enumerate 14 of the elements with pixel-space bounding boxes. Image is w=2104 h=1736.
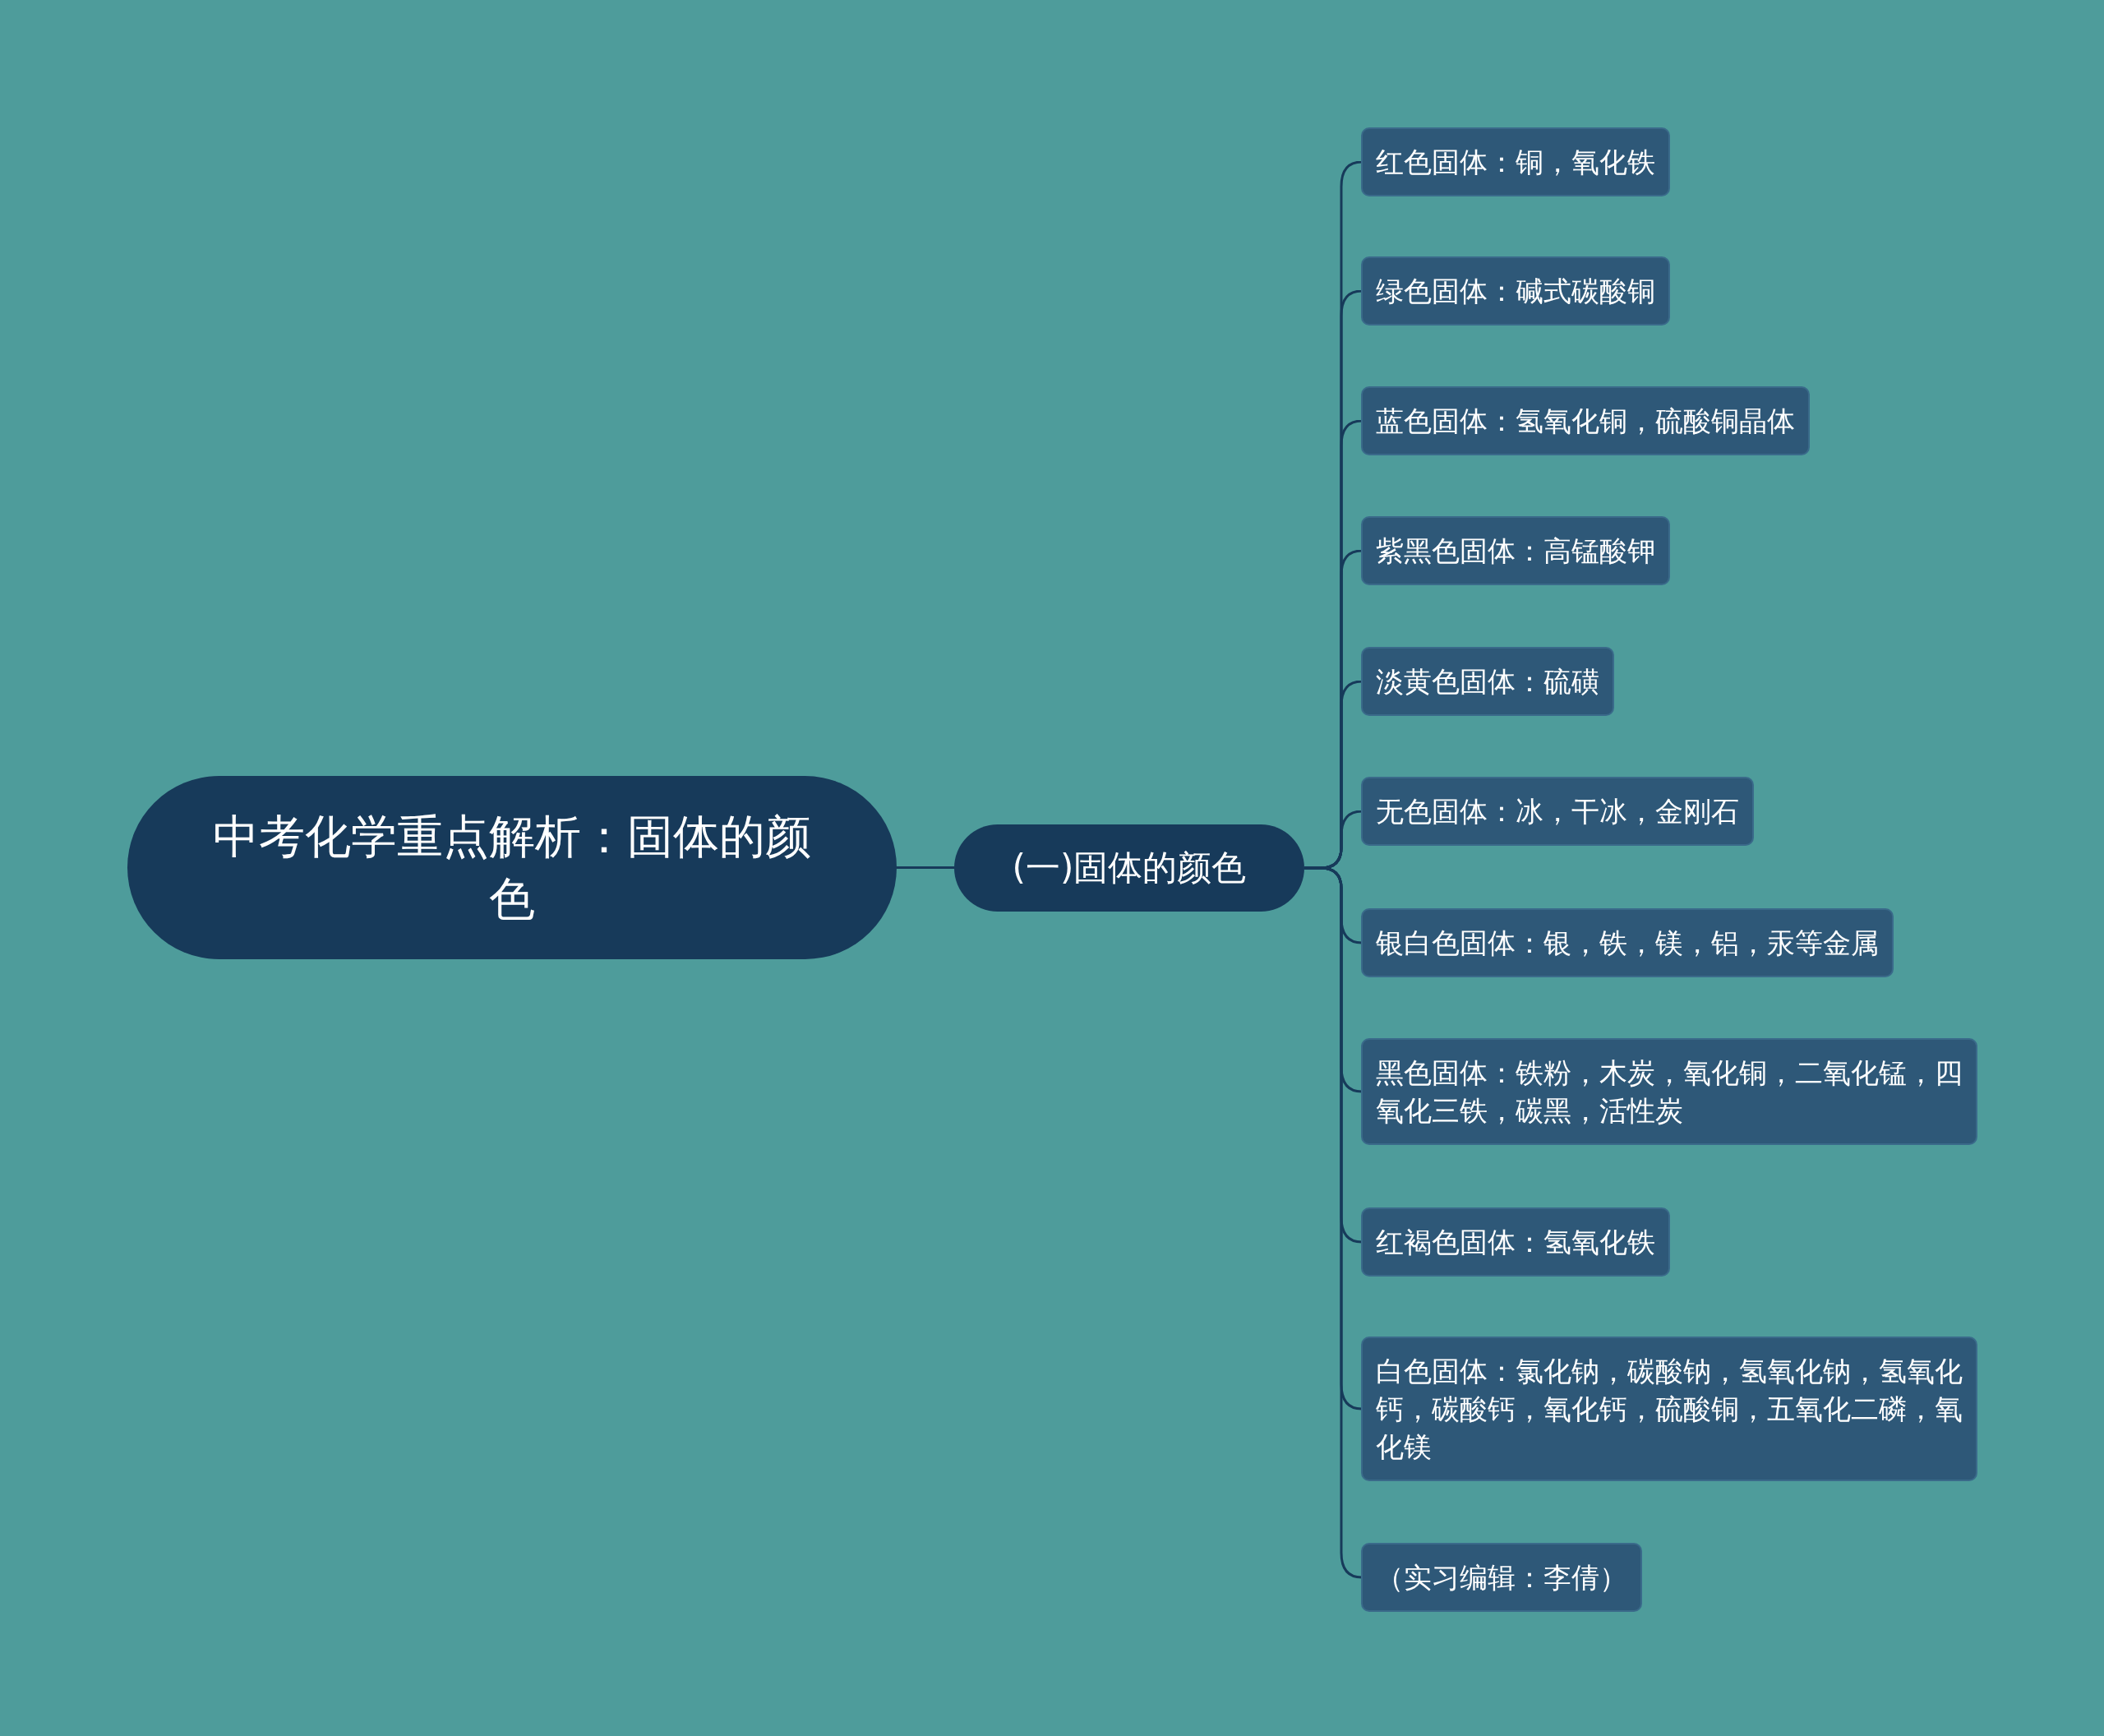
leaf-topic: 红色固体：铜，氧化铁: [1361, 127, 1670, 196]
leaf-topic: 银白色固体：银，铁，镁，铝，汞等金属: [1361, 908, 1894, 977]
leaf-topic: 黑色固体：铁粉，木炭，氧化铜，二氧化锰，四氧化三铁，碳黑，活性炭: [1361, 1038, 1977, 1145]
leaf-topic: 绿色固体：碱式碳酸铜: [1361, 256, 1670, 326]
leaf-topic: 淡黄色固体：硫磺: [1361, 647, 1614, 716]
leaf-topic: 红褐色固体：氢氧化铁: [1361, 1207, 1670, 1277]
branch-topic: (一)固体的颜色: [954, 824, 1304, 912]
leaf-topic: 蓝色固体：氢氧化铜，硫酸铜晶体: [1361, 386, 1810, 455]
leaf-topic: 白色固体：氯化钠，碳酸钠，氢氧化钠，氢氧化钙，碳酸钙，氧化钙，硫酸铜，五氧化二磷，氧化镁: [1361, 1337, 1977, 1481]
root-topic: 中考化学重点解析：固体的颜色: [127, 776, 897, 959]
leaf-topic: 无色固体：冰，干冰，金刚石: [1361, 777, 1754, 846]
leaf-topic: 紫黑色固体：高锰酸钾: [1361, 516, 1670, 585]
connector-line: [897, 866, 954, 869]
leaf-topic: （实习编辑：李倩）: [1361, 1543, 1642, 1612]
